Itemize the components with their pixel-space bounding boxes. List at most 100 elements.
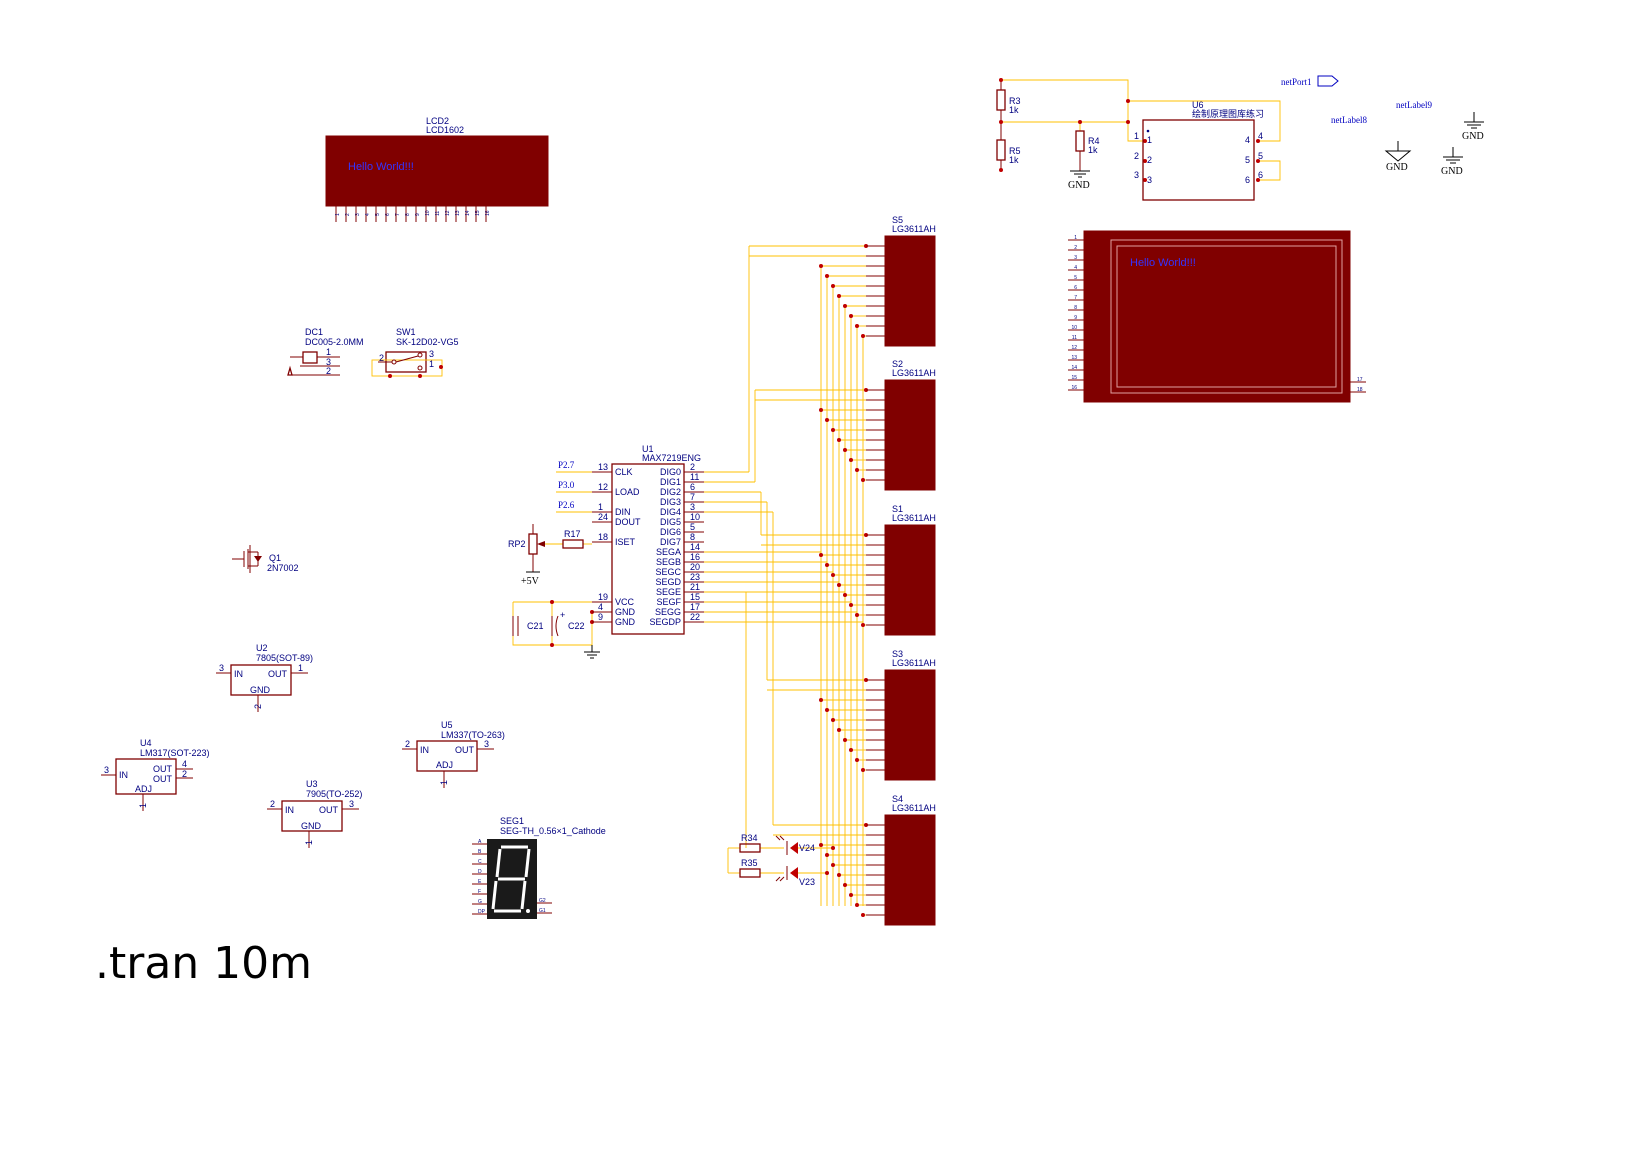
u1-pinnum-20: 20 xyxy=(690,562,700,572)
r4[interactable]: R4 1k GND xyxy=(1068,130,1100,191)
seg1-pin-g2: G2 xyxy=(539,898,546,904)
c22[interactable]: + C22 xyxy=(551,610,585,637)
lcd-large-pin-15: 15 xyxy=(1071,375,1077,381)
lcd2-pin-7: 7 xyxy=(395,213,401,216)
lcd2-pin-6: 6 xyxy=(385,213,391,216)
u1-body xyxy=(611,463,685,635)
u2-pin-out: OUT xyxy=(268,669,288,679)
u1-pin-load-12: LOAD xyxy=(615,487,640,497)
rp2-supply: +5V xyxy=(521,576,540,587)
lcd2-pin-10: 10 xyxy=(425,210,431,216)
rp2[interactable]: RP2 +5V xyxy=(508,524,545,587)
v24[interactable]: V24 xyxy=(775,835,815,855)
seg1-pin-dp: DP xyxy=(478,909,486,915)
u6-pinnum-5: 5 xyxy=(1258,151,1263,161)
u3-ref: U3 xyxy=(306,779,318,789)
u1-pin-segdp: SEGDP xyxy=(649,617,681,627)
q1[interactable]: Q1 2N7002 xyxy=(232,545,299,573)
u1-pin-segc: SEGC xyxy=(655,567,681,577)
u4-pin-in-num: 3 xyxy=(104,765,109,775)
u3-pin-in-num: 2 xyxy=(270,799,275,809)
netlabel8[interactable]: netLabel8 xyxy=(1331,115,1367,125)
u1-pinnum-8: 8 xyxy=(690,532,695,542)
lcd-large-pin-9: 9 xyxy=(1074,315,1077,321)
r5[interactable]: R5 1k xyxy=(996,139,1021,165)
sw1-ref: SW1 xyxy=(396,327,416,337)
sw1[interactable]: SW1 SK-12D02-VG5 2 3 1 xyxy=(371,327,459,378)
u1-pinnum-13: 13 xyxy=(598,462,608,472)
u5-pin-adj-num: 1 xyxy=(439,780,449,785)
u4-pin-in: IN xyxy=(119,770,128,780)
u1-pinnum-10: 10 xyxy=(690,512,700,522)
v24-ref: V24 xyxy=(799,843,815,853)
lcd2-screen-text: Hello World!!! xyxy=(348,161,414,173)
lcd-large-pin-16: 16 xyxy=(1071,385,1077,391)
dc1-pin-1: 1 xyxy=(326,347,331,357)
u3[interactable]: U3 7905(TO-252) IN OUT GND 2 3 1 xyxy=(267,779,362,848)
sw1-pin-1: 1 xyxy=(429,359,434,369)
spice-directive[interactable]: .tran 10m xyxy=(95,938,313,989)
netport1[interactable]: netPort1 xyxy=(1281,75,1339,87)
lcd2-pin-11: 11 xyxy=(435,211,441,216)
lcd-large-pin-11: 11 xyxy=(1072,335,1077,341)
c21[interactable]: C21 xyxy=(512,616,544,636)
u1-pinnum-24: 24 xyxy=(598,512,608,522)
netlabel9[interactable]: netLabel9 xyxy=(1396,100,1432,110)
u6[interactable]: U6 绘制原理图库练习 1 2 3 1 2 3 4 5 6 4 5 6 xyxy=(1134,100,1264,201)
u1-pin-din-1: DIN xyxy=(615,507,631,517)
u1-pin-dig6: DIG6 xyxy=(660,527,681,537)
u2-pin-gnd: GND xyxy=(250,685,271,695)
dc1-jack xyxy=(302,351,318,364)
seg1-digit-glyph xyxy=(491,845,531,913)
u2[interactable]: U2 7805(SOT-89) IN OUT GND 3 1 2 xyxy=(216,643,313,712)
u1-pin-segd: SEGD xyxy=(655,577,681,587)
u1-pinnum-19: 19 xyxy=(598,592,608,602)
v23[interactable]: V23 xyxy=(775,866,815,887)
r17[interactable]: R17 xyxy=(562,529,584,549)
u5[interactable]: U5 LM337(TO-263) IN OUT ADJ 2 3 1 xyxy=(402,720,505,788)
gnd-symbol-1[interactable]: GND xyxy=(1462,112,1484,142)
lcd-large-pin-13: 13 xyxy=(1071,355,1077,361)
gnd-symbol-2[interactable]: GND xyxy=(1384,141,1412,173)
lcd2-pin-14: 14 xyxy=(465,210,471,216)
r5-value: 1k xyxy=(1009,155,1019,165)
r3-ref: R3 xyxy=(1009,96,1021,106)
lcd2-pin-1: 1 xyxy=(335,213,341,216)
r35[interactable]: R35 xyxy=(739,858,761,878)
display-s1-ref: S1 xyxy=(892,504,903,514)
u5-pin-out-num: 3 xyxy=(484,739,489,749)
netport1-flag xyxy=(1317,75,1339,87)
u1-pinnum-9: 9 xyxy=(598,612,603,622)
u1-pinnum-12: 12 xyxy=(598,482,608,492)
lcd-large-pin-14: 14 xyxy=(1071,365,1077,371)
r34[interactable]: R34 xyxy=(739,833,761,853)
net-P3.0: P3.0 xyxy=(558,480,575,490)
u4[interactable]: U4 LM317(SOT-223) IN OUT OUT ADJ 3 4 2 1 xyxy=(101,738,210,811)
u1-pinnum-6: 6 xyxy=(690,482,695,492)
gnd-symbol-3[interactable]: GND xyxy=(1441,147,1463,177)
u1-pin-gnd-4: GND xyxy=(615,607,636,617)
u1-pin-dig5: DIG5 xyxy=(660,517,681,527)
u2-pin-out-num: 1 xyxy=(298,663,303,673)
lcd-large-pin-18: 18 xyxy=(1357,387,1363,393)
r3[interactable]: R3 1k xyxy=(996,89,1021,115)
u4-pin-adj-num: 1 xyxy=(138,803,148,808)
u6-pinnum-4: 4 xyxy=(1258,131,1263,141)
dc1[interactable]: DC1 DC005-2.0MM 1 3 2 xyxy=(287,327,364,376)
u2-ref: U2 xyxy=(256,643,268,653)
seg1-pin-g: G xyxy=(478,899,482,905)
u1-pinnum-4: 4 xyxy=(598,602,603,612)
